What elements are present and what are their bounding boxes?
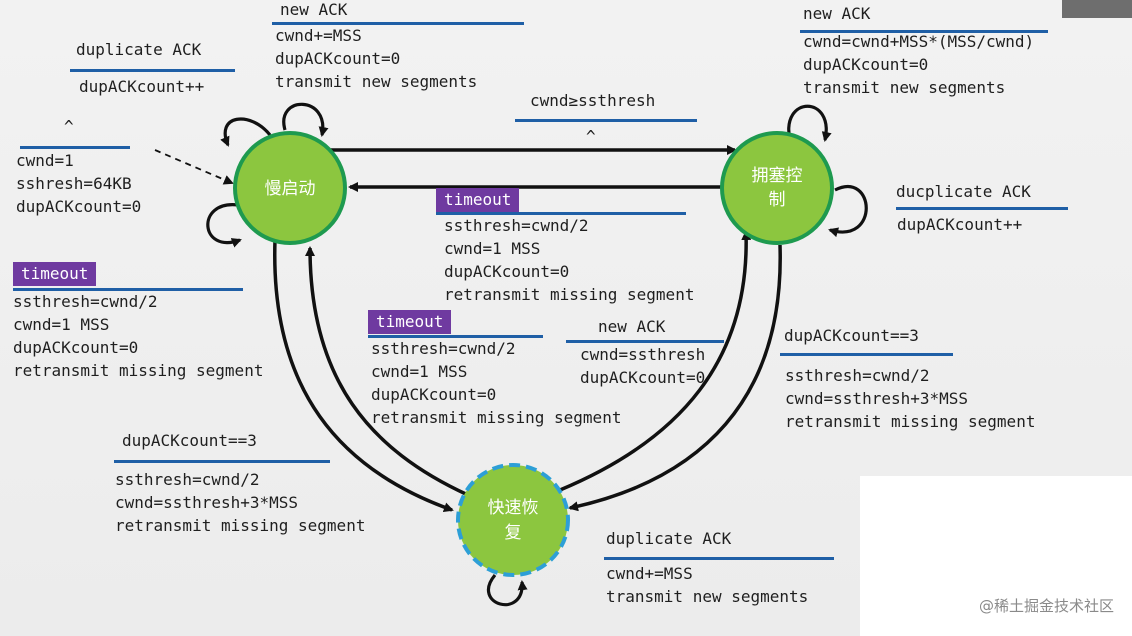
fr-dup-ack-line: cwnd+=MSS [606,564,693,583]
init-line: sshresh=64KB [16,174,132,193]
fr-dup-ack-rule [604,557,834,560]
ca-new-ack-rule [800,30,1048,33]
ca-timeout-event: timeout [436,188,520,212]
ca-new-ack-line: cwnd=cwnd+MSS*(MSS/cwnd) [803,32,1035,51]
ca-to-fr-line: cwnd=ssthresh+3*MSS [785,389,969,408]
state-slow-start-label: 慢启动 [265,178,316,199]
fr-dup-ack-actions: cwnd+=MSS transmit new segments [606,562,808,608]
fr-timeout-line: retransmit missing segment [371,408,622,427]
ss-new-ack-event: new ACK [280,0,348,19]
fr-timeout-line: dupACKcount=0 [371,385,497,404]
ca-to-fr-event: dupACKcount==3 [784,326,919,345]
blank-area [860,476,1132,636]
init-caret: ^ [64,117,74,136]
ca-to-fr-rule [780,353,953,356]
watermark: @稀土掘金技术社区 [978,597,1114,615]
fr-new-ack-rule [566,340,724,343]
loop-ca-dup-ack [828,185,868,238]
ss-to-fr-actions: ssthresh=cwnd/2 cwnd=ssthresh+3*MSS retr… [115,468,365,537]
init-rule [20,146,130,149]
ss-to-ca-event: cwnd≥ssthresh [530,91,656,110]
ss-timeout-line: cwnd=1 MSS [13,315,110,334]
fr-dup-ack-event: duplicate ACK [606,529,732,548]
state-fr-label-2: 复 [505,523,522,543]
ss-dup-ack-event: duplicate ACK [76,40,202,59]
ss-to-fr-line: cwnd=ssthresh+3*MSS [115,493,299,512]
ss-new-ack-line: cwnd+=MSS [275,26,362,45]
arrow-ca-to-fr [568,244,782,512]
ca-timeout-line: retransmit missing segment [444,285,695,304]
arrow-fr-to-ca [559,230,752,492]
ss-to-fr-rule [114,460,330,463]
fr-new-ack-actions: cwnd=ssthresh dupACKcount=0 [580,343,705,389]
init-line: cwnd=1 [16,151,74,170]
loop-ss-dup-ack [220,117,272,147]
ss-to-fr-event: dupACKcount==3 [122,431,257,450]
ss-to-ca-rule [515,119,697,122]
state-fast-recovery: 快速恢 复 [456,463,570,577]
ss-timeout-line: dupACKcount=0 [13,338,139,357]
ss-to-ca-action: ^ [586,127,596,146]
ss-timeout-event: timeout [13,262,97,286]
fr-dup-ack-line: transmit new segments [606,587,809,606]
fr-new-ack-line: cwnd=ssthresh [580,345,706,364]
ss-new-ack-line: transmit new segments [275,72,478,91]
arrow-init [154,149,234,185]
ss-new-ack-line: dupACKcount=0 [275,49,401,68]
ca-new-ack-line: dupACKcount=0 [803,55,929,74]
ca-to-fr-line: retransmit missing segment [785,412,1036,431]
ss-to-fr-line: retransmit missing segment [115,516,366,535]
loop-ss-new-ack [282,102,329,137]
state-ca-label-1: 拥塞控 [752,166,803,186]
ss-new-ack-actions: cwnd+=MSS dupACKcount=0 transmit new seg… [275,24,477,93]
ca-timeout-rule [436,212,686,215]
ss-dup-ack-rule [70,69,235,72]
state-congestion-avoidance: 拥塞控 制 [720,131,834,245]
fr-new-ack-event: new ACK [598,317,666,336]
ca-to-fr-actions: ssthresh=cwnd/2 cwnd=ssthresh+3*MSS retr… [785,364,1035,433]
ca-timeout-line: dupACKcount=0 [444,262,570,281]
state-fr-label-1: 快速恢 [488,498,539,518]
ss-timeout-actions: ssthresh=cwnd/2 cwnd=1 MSS dupACKcount=0… [13,290,263,382]
ss-dup-ack-action: dupACKcount++ [79,77,205,96]
ca-dup-ack-rule [896,207,1068,210]
ca-dup-ack-action: dupACKcount++ [897,215,1023,234]
loop-ss-timeout [206,203,242,248]
state-slow-start: 慢启动 [233,131,347,245]
state-ca-label-2: 制 [769,190,786,210]
loop-fr-dup-ack [486,573,528,607]
ca-dup-ack-event: ducplicate ACK [896,182,1031,201]
window-corner [1062,0,1132,18]
ca-timeout-line: cwnd=1 MSS [444,239,541,258]
ss-timeout-line: retransmit missing segment [13,361,264,380]
ss-new-ack-rule [272,22,524,25]
ca-timeout-actions: ssthresh=cwnd/2 cwnd=1 MSS dupACKcount=0… [444,214,694,306]
fr-timeout-rule [368,335,543,338]
fr-new-ack-line: dupACKcount=0 [580,368,706,387]
ss-timeout-rule [13,288,243,291]
init-actions: cwnd=1 sshresh=64KB dupACKcount=0 [16,149,141,218]
ca-timeout-line: ssthresh=cwnd/2 [444,216,589,235]
loop-ca-new-ack [787,104,832,142]
ss-timeout-line: ssthresh=cwnd/2 [13,292,158,311]
ca-to-fr-line: ssthresh=cwnd/2 [785,366,930,385]
init-line: dupACKcount=0 [16,197,142,216]
ss-to-fr-line: ssthresh=cwnd/2 [115,470,260,489]
ca-new-ack-line: transmit new segments [803,78,1006,97]
fr-timeout-actions: ssthresh=cwnd/2 cwnd=1 MSS dupACKcount=0… [371,337,621,429]
fr-timeout-line: cwnd=1 MSS [371,362,468,381]
arrow-fr-to-ss [305,246,469,497]
fr-timeout-event: timeout [368,310,452,334]
arrow-ss-to-fr [273,239,454,513]
ca-new-ack-event: new ACK [803,4,871,23]
fr-timeout-line: ssthresh=cwnd/2 [371,339,516,358]
ca-new-ack-actions: cwnd=cwnd+MSS*(MSS/cwnd) dupACKcount=0 t… [803,30,1034,99]
